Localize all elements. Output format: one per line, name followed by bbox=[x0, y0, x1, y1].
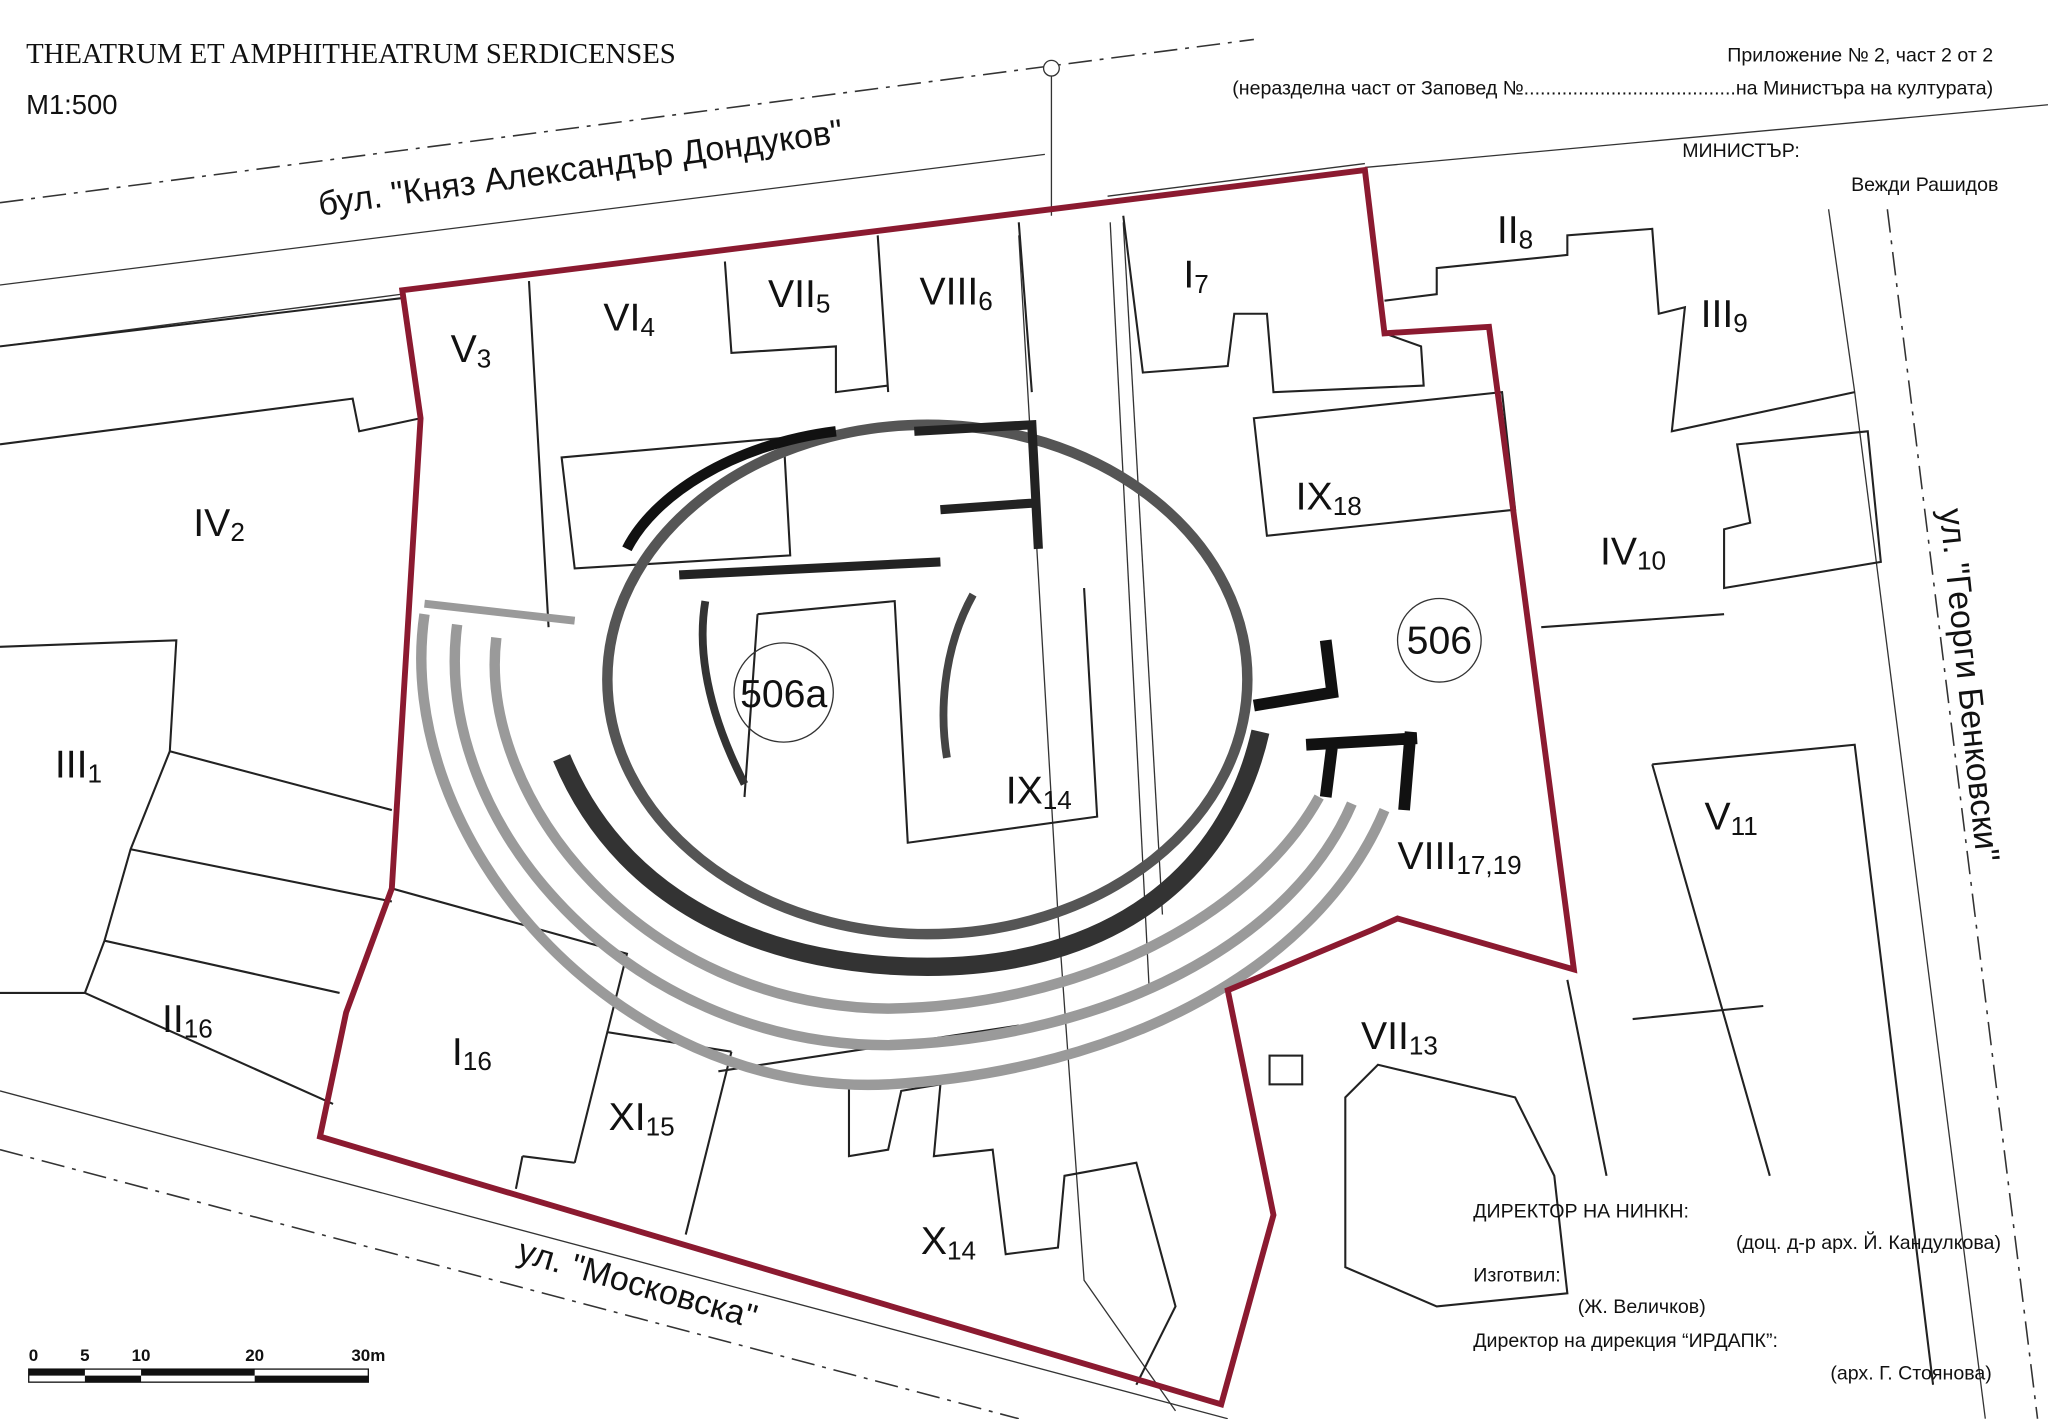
lot-506: 506 bbox=[1407, 619, 1472, 662]
street-lines bbox=[0, 38, 2048, 1419]
amphitheatre-remains bbox=[553, 419, 1418, 976]
scale-tick-label: 0 bbox=[29, 1346, 38, 1365]
parcel-label: VII13 bbox=[1361, 1015, 1438, 1060]
parcel-label: XI15 bbox=[609, 1096, 675, 1141]
parcel-label: I16 bbox=[452, 1031, 492, 1076]
prepared-by-label: Изготвил: bbox=[1473, 1265, 1560, 1287]
parcel-label: II16 bbox=[162, 998, 213, 1043]
parcel-label: I7 bbox=[1183, 254, 1208, 299]
irdapk-director-label: Директор на дирекция “ИРДАПК”: bbox=[1473, 1330, 1778, 1352]
signature-block: ДИРЕКТОР НА НИНКН: (доц. д-р арх. Й. Кан… bbox=[1473, 1201, 2001, 1385]
nink-director-label: ДИРЕКТОР НА НИНКН: bbox=[1473, 1201, 1689, 1223]
parcel-label: II8 bbox=[1497, 209, 1533, 254]
irdapk-director-name: (арх. Г. Стоянова) bbox=[1830, 1363, 1992, 1385]
parcel-label: VII5 bbox=[768, 273, 830, 318]
parcel-label: IV10 bbox=[1600, 531, 1666, 576]
parcel-label: IX14 bbox=[1006, 770, 1072, 815]
minister-label: МИНИСТЪР: bbox=[1682, 140, 1800, 162]
street-dondukov: бул. "Княз Александър Дондуков" bbox=[316, 112, 845, 223]
lot-506a: 506а bbox=[740, 673, 827, 716]
scale-tick-label: 5 bbox=[80, 1346, 89, 1365]
parcel-label: V3 bbox=[451, 328, 492, 373]
parcel-label: VI4 bbox=[603, 297, 655, 342]
lot-markers: 506 506а bbox=[733, 597, 1482, 743]
scale-tick-label: 10 bbox=[132, 1346, 151, 1365]
map-title: THEATRUM ET AMPHITHEATRUM SERDICENSES bbox=[26, 38, 676, 70]
parcel-label: III9 bbox=[1701, 293, 1748, 338]
street-benkovski: ул. "Георги Бенковски" bbox=[1932, 507, 2007, 864]
parcel-label: IV2 bbox=[193, 502, 245, 547]
protected-zone-boundary bbox=[316, 166, 1578, 1409]
scale-tick-label: 30m bbox=[351, 1346, 385, 1365]
parcel-label: III1 bbox=[55, 743, 102, 788]
scale-tick-label: 20 bbox=[245, 1346, 264, 1365]
map-scale: M1:500 bbox=[26, 89, 117, 120]
annex-number: Приложение № 2, част 2 от 2 bbox=[1727, 45, 1993, 67]
parcels-outlines bbox=[0, 215, 1935, 1386]
parcel-label: VIII17,19 bbox=[1398, 835, 1522, 880]
parcel-label: VIII6 bbox=[920, 271, 993, 316]
annex-note: (неразделна част от Заповед №...........… bbox=[1232, 77, 1993, 99]
parcel-label: IX18 bbox=[1296, 476, 1362, 521]
theatre-remains bbox=[416, 599, 1390, 1090]
parcel-label: X14 bbox=[921, 1220, 976, 1265]
minister-name: Вежди Рашидов bbox=[1851, 174, 1998, 196]
parcel-label: V11 bbox=[1704, 796, 1757, 841]
prepared-by-name: (Ж. Величков) bbox=[1578, 1296, 1706, 1318]
scale-bar: 0 5 10 20 30m bbox=[28, 1346, 385, 1383]
nink-director-name: (доц. д-р арх. Й. Кандулкова) bbox=[1736, 1230, 2001, 1254]
